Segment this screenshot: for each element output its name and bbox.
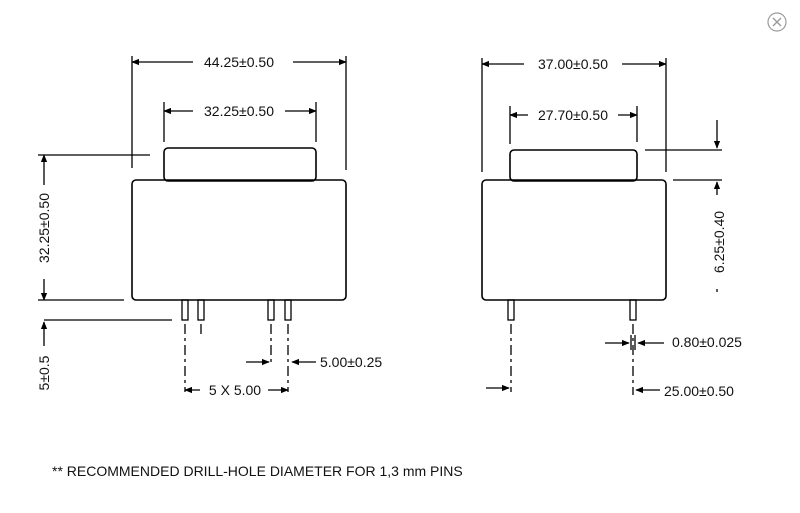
close-icon-cross: [772, 17, 782, 27]
side-body: [481, 179, 667, 301]
label-top-height: 6.25±0.40: [711, 211, 727, 273]
label-overall-width: 44.25±0.50: [204, 54, 274, 70]
close-button[interactable]: [767, 12, 787, 32]
front-top-section: [163, 147, 317, 182]
side-pin-diameter-lines: [630, 335, 636, 350]
side-pin-centerlines: [510, 324, 634, 395]
label-top-width: 32.25±0.50: [204, 103, 274, 119]
front-extension-lines: [38, 56, 347, 321]
label-side-top-width: 27.70±0.50: [538, 107, 608, 123]
label-pin-length: 5±0.5: [36, 355, 52, 390]
side-top-section: [509, 149, 638, 182]
label-bg: [193, 52, 293, 70]
front-pin-centerlines: [184, 324, 289, 392]
label-bg: [200, 381, 268, 399]
side-pins: [507, 299, 637, 321]
label-pin-offset: 5.00±0.25: [320, 354, 382, 370]
label-pin-spacing: 25.00±0.50: [664, 383, 734, 399]
label-bg: [528, 106, 618, 124]
label-pin-pitch: 5 X 5.00: [209, 382, 261, 398]
label-side-overall-width: 37.00±0.50: [538, 56, 608, 72]
front-body: [131, 179, 347, 301]
label-bg: [524, 55, 622, 73]
front-view: [38, 56, 347, 394]
front-pins: [181, 299, 292, 321]
label-bg: [193, 102, 285, 120]
close-icon[interactable]: [767, 12, 787, 32]
label-height: 32.25±0.50: [36, 193, 52, 263]
side-extension-lines: [481, 58, 722, 181]
label-bg: [711, 195, 727, 289]
label-bg: [35, 185, 53, 279]
label-pin-diameter: 0.80±0.025: [672, 334, 742, 350]
drill-hole-note: ** RECOMMENDED DRILL-HOLE DIAMETER FOR 1…: [52, 463, 463, 479]
